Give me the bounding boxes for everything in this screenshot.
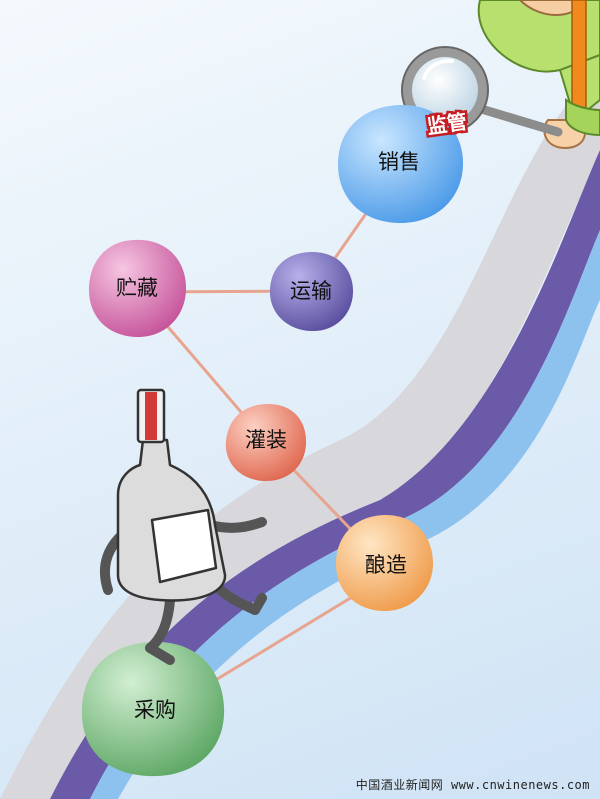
node-storage: 贮藏 [89,239,187,338]
supervision-text: 监管 [426,109,469,138]
node-purchasing: 采购 [81,641,225,777]
node-storage-label: 贮藏 [116,276,158,300]
node-brewing-label: 酿造 [365,553,407,577]
node-sales-label: 销售 [378,150,420,174]
background-swoosh [0,70,600,799]
node-purchasing-label: 采购 [134,698,176,722]
node-transport: 运输 [269,251,354,332]
node-brewing: 酿造 [335,514,434,612]
supervision-label: 监管 [423,107,471,141]
node-transport-label: 运输 [290,279,332,303]
node-sales: 销售 [337,104,464,224]
node-bottling-label: 灌装 [245,428,287,452]
node-bottling: 灌装 [225,403,307,482]
bottle-character [99,388,267,665]
footer-watermark: 中国酒业新闻网 www.cnwinenews.com [355,778,590,792]
